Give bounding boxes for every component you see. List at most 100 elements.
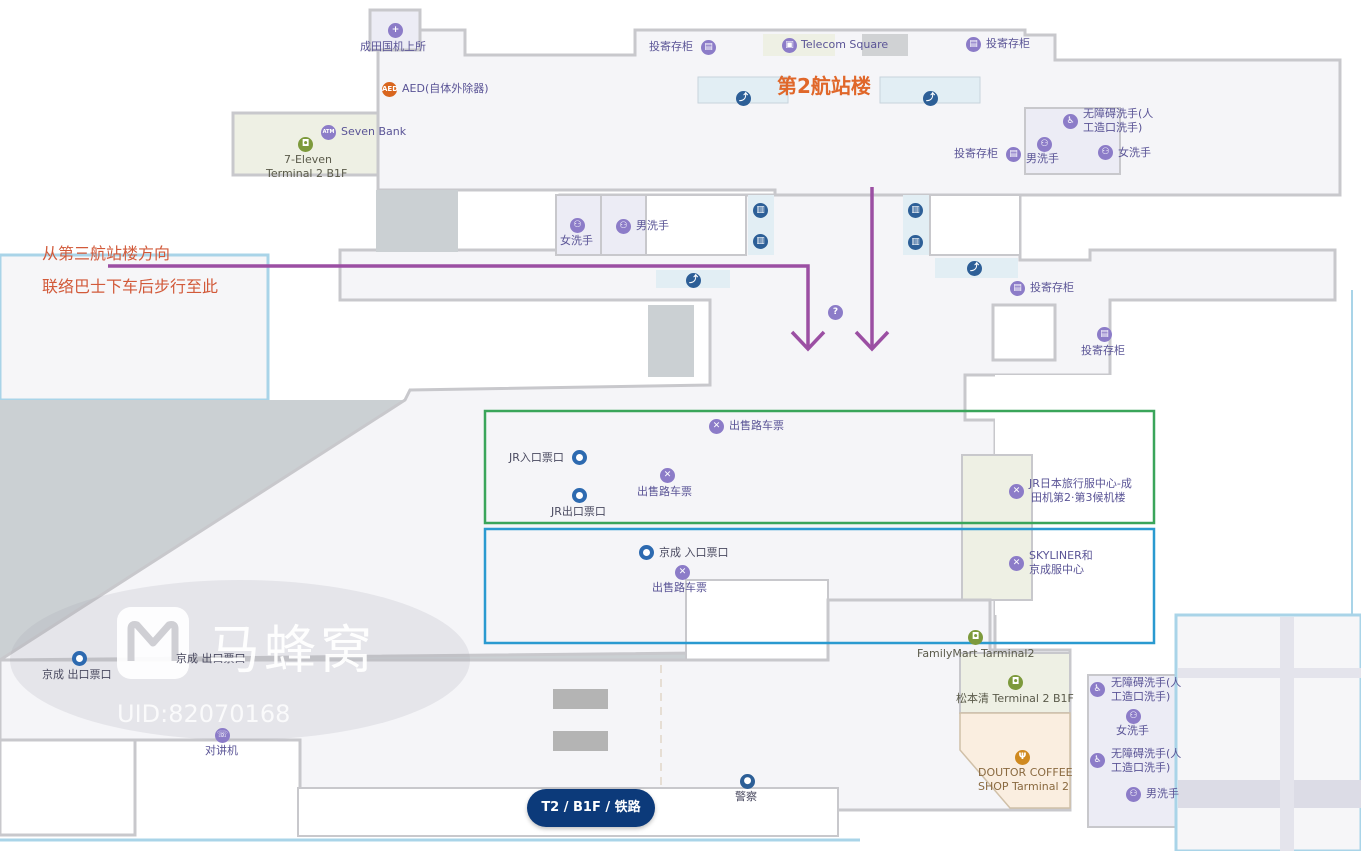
ticket-icon[interactable]: ✕: [1009, 556, 1024, 571]
ticket-icon[interactable]: ✕: [675, 565, 690, 580]
elevator-icon[interactable]: ▥: [908, 203, 923, 218]
locker-icon[interactable]: ▤: [1097, 327, 1112, 342]
right-building-road-h2: [1178, 668, 1361, 678]
poi-seven-eleven-line2[interactable]: Terminal 2 B1F: [266, 167, 348, 180]
accessible-wc-icon[interactable]: ♿: [1063, 114, 1078, 129]
telecom-store: [763, 34, 835, 56]
wc-icon[interactable]: ⚇: [1126, 709, 1141, 724]
telecom-grey: [862, 34, 908, 56]
wc-icon[interactable]: ⚇: [1037, 137, 1052, 152]
escalator-icon[interactable]: ⤴: [686, 273, 701, 288]
poi-seven-bank[interactable]: Seven Bank: [341, 125, 407, 138]
poi-ticket-1[interactable]: 出售路车票: [729, 419, 784, 432]
food-icon[interactable]: Ψ: [1015, 750, 1030, 765]
poi-ticket-3[interactable]: 出售路车票: [652, 581, 707, 594]
wc-icon[interactable]: ⚇: [616, 219, 631, 234]
gate-icon[interactable]: [572, 488, 587, 503]
ticket-icon[interactable]: ✕: [1009, 484, 1024, 499]
elevator-icon[interactable]: ▥: [908, 235, 923, 250]
watermark-logo: [117, 607, 189, 679]
poi-locker-2[interactable]: 投寄存柜: [986, 37, 1030, 50]
atm-icon[interactable]: ATM: [321, 125, 336, 140]
terminal-title: 第2航站楼: [777, 74, 871, 98]
poi-men-wc-2[interactable]: 男洗手: [636, 219, 669, 232]
poi-police[interactable]: 警察: [735, 790, 757, 803]
poi-men-wc-1[interactable]: 男洗手: [1026, 152, 1059, 165]
poi-intercom[interactable]: 对讲机: [205, 744, 238, 757]
info-icon[interactable]: ?: [828, 305, 843, 320]
locker-icon[interactable]: ▤: [1006, 147, 1021, 162]
shop-icon[interactable]: ◘: [298, 137, 313, 152]
watermark-brand: 马蜂窝: [208, 621, 377, 681]
bench-1: [553, 689, 608, 709]
poi-keisei-exit-1[interactable]: 京成 出口票口: [42, 668, 112, 681]
poi-accessible-wc-1-line1[interactable]: 无障碍洗手(人: [1083, 107, 1154, 120]
elevator-icon[interactable]: ▥: [753, 234, 768, 249]
poi-accessible-wc-3-line2[interactable]: 工造口洗手): [1111, 761, 1171, 774]
poi-accessible-wc-2-line2[interactable]: 工造口洗手): [1111, 690, 1171, 703]
locker-icon[interactable]: ▤: [966, 37, 981, 52]
matsumoto-store: [959, 652, 1071, 714]
poi-jr-travel-line2[interactable]: 田机第2·第3候机楼: [1031, 491, 1126, 504]
poi-women-wc-2[interactable]: 女洗手: [560, 234, 593, 247]
locker-icon[interactable]: ▤: [701, 40, 716, 55]
route-arrowhead-1: [790, 330, 826, 352]
police-icon[interactable]: ●: [740, 774, 755, 789]
floor-indicator-button[interactable]: T2 / B1F / 铁路: [527, 789, 655, 827]
shop-icon[interactable]: ◘: [1008, 675, 1023, 690]
poi-skyliner-line2[interactable]: 京成服中心: [1029, 563, 1084, 576]
escalator-icon[interactable]: ⤴: [736, 91, 751, 106]
poi-familymart[interactable]: FamilyMart Tarminal2: [917, 647, 1035, 660]
wc-icon[interactable]: ⚇: [1126, 787, 1141, 802]
poi-doutor-line1[interactable]: DOUTOR COFFEE: [978, 766, 1073, 779]
telecom-icon[interactable]: ▣: [782, 38, 797, 53]
main-concourse-upper: [376, 28, 1342, 197]
wc-icon[interactable]: ⚇: [570, 218, 585, 233]
seven-eleven-store: [231, 111, 380, 177]
elevator-icon[interactable]: ▥: [753, 203, 768, 218]
poi-women-wc-1[interactable]: 女洗手: [1118, 146, 1151, 159]
poi-locker-1[interactable]: 投寄存柜: [649, 40, 693, 53]
poi-doutor-line2[interactable]: SHOP Tarminal 2: [978, 780, 1070, 793]
poi-skyliner-line1[interactable]: SKYLINER和: [1029, 549, 1093, 562]
poi-matsumoto[interactable]: 松本清 Terminal 2 B1F: [956, 692, 1074, 705]
poi-keisei-exit-2[interactable]: 京成 出口票口: [176, 652, 246, 665]
poi-keisei-entrance[interactable]: 京成 入口票口: [659, 546, 729, 559]
poi-locker-3[interactable]: 投寄存柜: [954, 147, 998, 160]
poi-jr-exit[interactable]: JR出口票口: [551, 505, 606, 518]
wc-icon[interactable]: ⚇: [1098, 145, 1113, 160]
poi-accessible-wc-1-line2[interactable]: 工造口洗手): [1083, 121, 1143, 134]
left-white-room: [0, 738, 137, 837]
poi-seven-eleven-line1[interactable]: 7-Eleven: [284, 153, 332, 166]
locker-icon[interactable]: ▤: [1010, 281, 1025, 296]
ticket-icon[interactable]: ✕: [660, 468, 675, 483]
poi-jr-travel-line1[interactable]: JR日本旅行服中心-成: [1029, 477, 1132, 490]
poi-women-wc-3[interactable]: 女洗手: [1116, 724, 1149, 737]
escalator-icon[interactable]: ⤴: [967, 261, 982, 276]
poi-clinic[interactable]: 成田国机上所: [360, 40, 426, 53]
poi-locker-5[interactable]: 投寄存柜: [1081, 344, 1125, 357]
gate-icon[interactable]: [72, 651, 87, 666]
poi-telecom[interactable]: Telecom Square: [801, 38, 889, 51]
poi-jr-entrance[interactable]: JR入口票口: [509, 451, 564, 464]
intercom-icon[interactable]: ☏: [215, 728, 230, 743]
clinic-icon[interactable]: +: [388, 23, 403, 38]
gate-icon[interactable]: [639, 545, 654, 560]
shop-icon[interactable]: ◘: [968, 630, 983, 645]
jr-travel-center-room: [961, 454, 1033, 601]
gate-icon[interactable]: [572, 450, 587, 465]
poi-aed[interactable]: AED(自体外除器): [402, 82, 489, 95]
poi-men-wc-3[interactable]: 男洗手: [1146, 787, 1179, 800]
escalator-icon[interactable]: ⤴: [923, 91, 938, 106]
right-white-area: [995, 375, 1350, 615]
ticket-icon[interactable]: ✕: [709, 419, 724, 434]
poi-locker-4[interactable]: 投寄存柜: [1030, 281, 1074, 294]
accessible-wc-icon[interactable]: ♿: [1090, 682, 1105, 697]
poi-accessible-wc-2-line1[interactable]: 无障碍洗手(人: [1111, 676, 1182, 689]
grey-column-left: [376, 190, 458, 252]
poi-accessible-wc-3-line1[interactable]: 无障碍洗手(人: [1111, 747, 1182, 760]
poi-ticket-2[interactable]: 出售路车票: [637, 485, 692, 498]
aed-icon[interactable]: AED: [382, 82, 398, 97]
accessible-wc-icon[interactable]: ♿: [1090, 753, 1105, 768]
